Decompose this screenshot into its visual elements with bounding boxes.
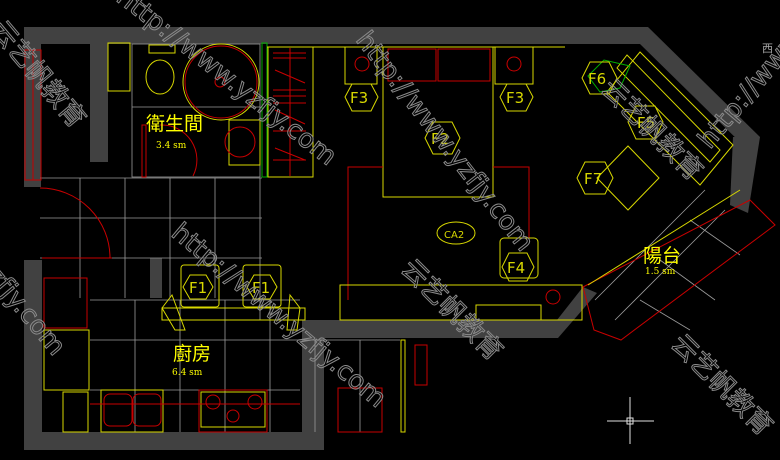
room-label-bathroom: 衛生間 [146,113,203,135]
fixture-tags: F1 F1 F2 F3 F3 F4 F5 F6 F7 CA2 [182,61,664,300]
corner-text: 西 [762,42,773,55]
floor-tiles [40,177,741,432]
tag-f5: F5 [637,114,655,132]
kitchen-fixtures [43,264,406,433]
tag-f3: F3 [506,89,524,107]
tag-f4: F4 [507,259,525,277]
balcony-rail [582,189,776,341]
bathroom-fixtures [107,42,261,178]
watermark-url: http://www.yzfjy.com [166,217,392,414]
watermark-url: http://www.yzfjy.com [111,0,342,172]
tag-f1: F1 [252,279,270,297]
tag-ca2: CA2 [444,230,464,241]
bedroom-furniture [267,46,734,386]
tag-f6: F6 [588,70,606,88]
tag-f7: F7 [584,170,602,188]
room-area-kitchen: 6.4 sm [172,368,203,378]
tag-f2: F2 [431,130,449,148]
walls [24,27,760,450]
wardrobe [261,42,314,178]
tag-f1: F1 [189,279,207,297]
room-label-kitchen: 廚房 [173,342,211,365]
room-area-balcony: 1.5 sm [645,267,676,277]
cad-crosshair-cursor [607,397,654,444]
room-area-bathroom: 3.4 sm [156,141,187,151]
left-closet [24,49,112,259]
watermark-brand: 云艺帆教育 [395,254,508,367]
watermark-brand: 云艺帆教育 [665,329,778,442]
watermark-url: http://www.yzfjy.com [349,26,539,257]
tag-f3: F3 [350,89,368,107]
room-label-balcony: 陽台 [643,245,681,267]
